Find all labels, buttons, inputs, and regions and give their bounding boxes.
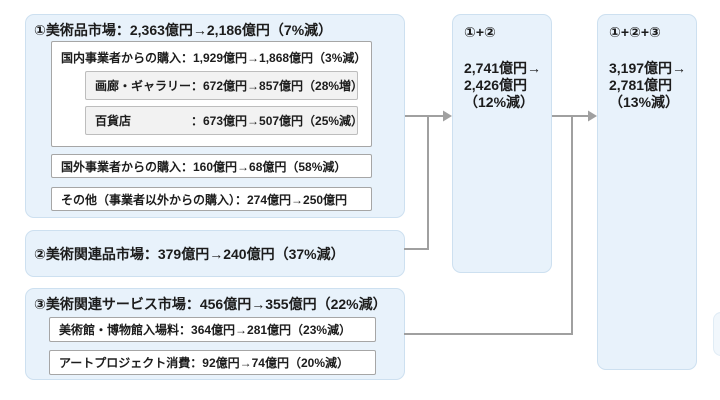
art-project-value: ：92億円→74億円（20%減） bbox=[190, 356, 349, 370]
market3-box: ③美術関連サービス市場：456億円→355億円（22%減） 美術館・博物館入場料… bbox=[25, 288, 405, 380]
sum-1-2-3-change: （13%減） bbox=[609, 94, 680, 110]
sum-1-2-values: 2,741億円→ 2,426億円 （12%減） bbox=[464, 60, 551, 111]
department-store-label: 百貨店 bbox=[95, 114, 132, 128]
sum-1-2-after: 2,426億円 bbox=[464, 77, 528, 93]
other-purchase-box: その他（事業者以外からの購入）：274億円→250億円 bbox=[51, 187, 372, 211]
sum-1-2-3-before: 3,197億円→ bbox=[609, 60, 687, 76]
market2-box: ②美術関連品市場：379億円→240億円（37%減） bbox=[25, 230, 405, 277]
market3-title: ③美術関連サービス市場：456億円→355億円（22%減） bbox=[34, 296, 387, 312]
department-store-row: 百貨店 ：673億円→507億円（25%減） bbox=[85, 106, 363, 135]
sum-1-2-3-after: 2,781億円 bbox=[609, 77, 673, 93]
sum-1-2-3-box: ①+②+③ 3,197億円→ 2,781億円 （13%減） bbox=[597, 14, 697, 370]
overseas-purchase-box: 国外事業者からの購入：160億円→68億円（58%減） bbox=[51, 154, 372, 178]
museum-admission-label: 美術館・博物館入場料 bbox=[59, 323, 180, 337]
museum-admission-row: 美術館・博物館入場料 ：364億円→281億円（23%減） bbox=[49, 317, 376, 342]
sum-1-2-3-title: ①+②+③ bbox=[609, 24, 661, 40]
market1-title: ①美術品市場：2,363億円→2,186億円（7%減） bbox=[34, 22, 333, 38]
market1-box: ①美術品市場：2,363億円→2,186億円（7%減） 国内事業者からの購入：1… bbox=[25, 14, 405, 218]
department-store-value: ：673億円→507億円（25%減） bbox=[191, 114, 364, 128]
sum-1-2-title: ①+② bbox=[464, 24, 496, 40]
art-project-row: アートプロジェクト消費 ：92億円→74億円（20%減） bbox=[49, 350, 376, 375]
sum-1-2-change: （12%減） bbox=[464, 94, 535, 110]
partial-box-sliver bbox=[713, 312, 720, 356]
domestic-purchase-box: 国内事業者からの購入：1,929億円→1,868億円（3%減） 画廊・ギャラリー… bbox=[51, 41, 372, 147]
gallery-label: 画廊・ギャラリー bbox=[95, 79, 192, 93]
art-project-label: アートプロジェクト消費 bbox=[59, 356, 191, 370]
gallery-value: ：672億円→857億円（28%増） bbox=[191, 79, 364, 93]
sum-1-2-box: ①+② 2,741億円→ 2,426億円 （12%減） bbox=[452, 14, 552, 273]
market2-title: ②美術関連品市場：379億円→240億円（37%減） bbox=[34, 245, 345, 262]
gallery-row: 画廊・ギャラリー ：672億円→857億円（28%増） bbox=[85, 71, 363, 100]
sum-1-2-3-values: 3,197億円→ 2,781億円 （13%減） bbox=[609, 60, 696, 111]
sum-1-2-before: 2,741億円→ bbox=[464, 60, 542, 76]
museum-admission-value: ：364億円→281億円（23%減） bbox=[179, 323, 352, 337]
domestic-purchase-title: 国内事業者からの購入：1,929億円→1,868億円（3%減） bbox=[61, 51, 367, 65]
